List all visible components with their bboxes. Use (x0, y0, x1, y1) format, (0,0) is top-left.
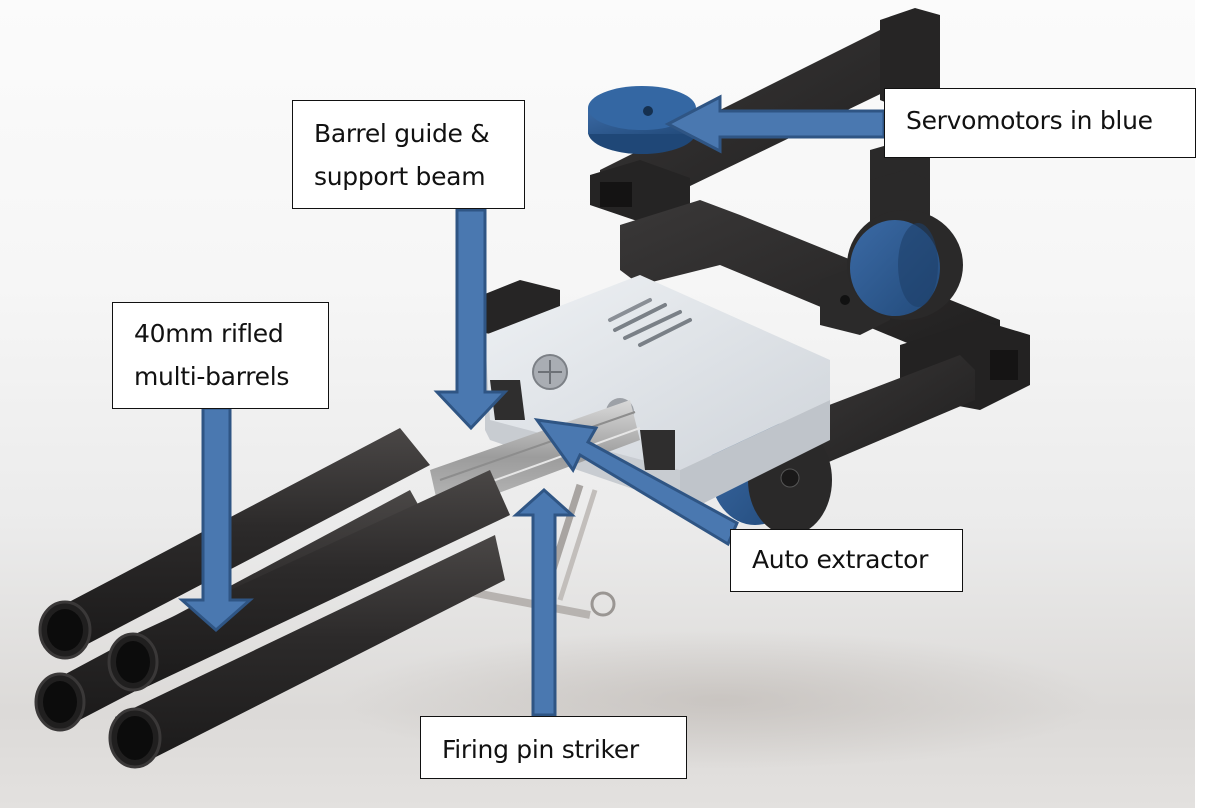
callout-barrel-guide: Barrel guide & support beam (292, 100, 525, 209)
firing-pin-arrow (512, 487, 576, 717)
callout-auto-extractor-line-1: Auto extractor (752, 545, 929, 574)
callout-firing-pin: Firing pin striker (420, 716, 687, 779)
barrel-middle (107, 470, 510, 692)
auto-extractor-arrow (533, 418, 739, 547)
callout-barrel-guide-line-1: Barrel guide & (314, 119, 490, 148)
callout-barrel-guide-line-2: support beam (314, 162, 486, 191)
callout-servomotors-line-1: Servomotors in blue (906, 106, 1153, 135)
callout-multi-barrels: 40mm rifled multi-barrels (112, 302, 329, 409)
callout-multi-barrels-line-2: multi-barrels (134, 362, 290, 391)
barrel-top (38, 428, 430, 660)
servomotor-top (588, 86, 696, 154)
callout-auto-extractor: Auto extractor (730, 529, 963, 592)
barrel-bottom-right (108, 535, 505, 769)
barrel-guide-arrow (433, 208, 509, 431)
servomotor-right (847, 210, 963, 320)
callout-multi-barrels-line-1: 40mm rifled (134, 319, 284, 348)
right-margin (1195, 0, 1214, 808)
callout-firing-pin-line-1: Firing pin striker (442, 735, 639, 764)
callout-servomotors: Servomotors in blue (884, 88, 1196, 158)
multi-barrels-arrow (178, 406, 254, 633)
servomotors-arrow (664, 94, 886, 154)
